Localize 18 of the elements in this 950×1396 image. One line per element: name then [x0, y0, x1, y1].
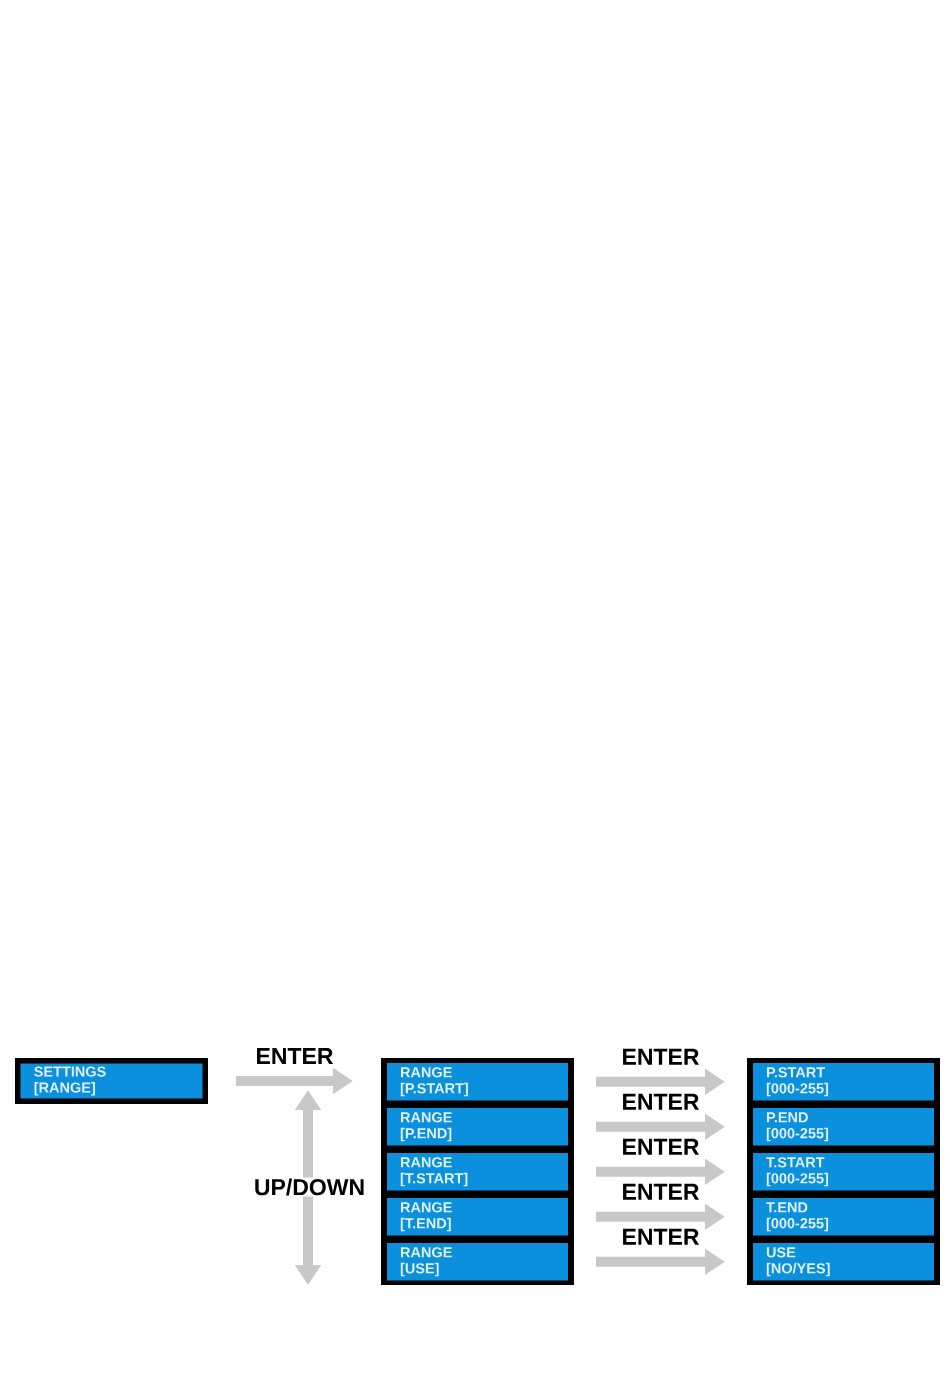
display-screen: P.START [000-255]: [753, 1063, 934, 1101]
display-screen: RANGE [P.END]: [387, 1108, 568, 1146]
edge-label: ENTER: [620, 1092, 701, 1111]
display-screen: RANGE [T.END]: [387, 1198, 568, 1236]
display-screen: T.START [000-255]: [753, 1153, 934, 1191]
direction-label: UP/DOWN: [252, 1177, 367, 1197]
display-screen: RANGE [USE]: [387, 1243, 568, 1281]
display-screen: RANGE [P.START]: [387, 1063, 568, 1101]
display-screen: USE [NO/YES]: [753, 1243, 934, 1281]
edge-label: ENTER: [620, 1047, 701, 1066]
display-screen: RANGE [T.START]: [387, 1153, 568, 1191]
display-screen: T.END [000-255]: [753, 1198, 934, 1236]
edge-label: ENTER: [254, 1047, 335, 1065]
display-screen: P.END [000-255]: [753, 1108, 934, 1146]
display-screen: SETTINGS [RANGE]: [15, 1058, 208, 1104]
edge-label: ENTER: [620, 1182, 701, 1201]
edge-label: ENTER: [620, 1137, 701, 1156]
edge-label: ENTER: [620, 1227, 701, 1246]
